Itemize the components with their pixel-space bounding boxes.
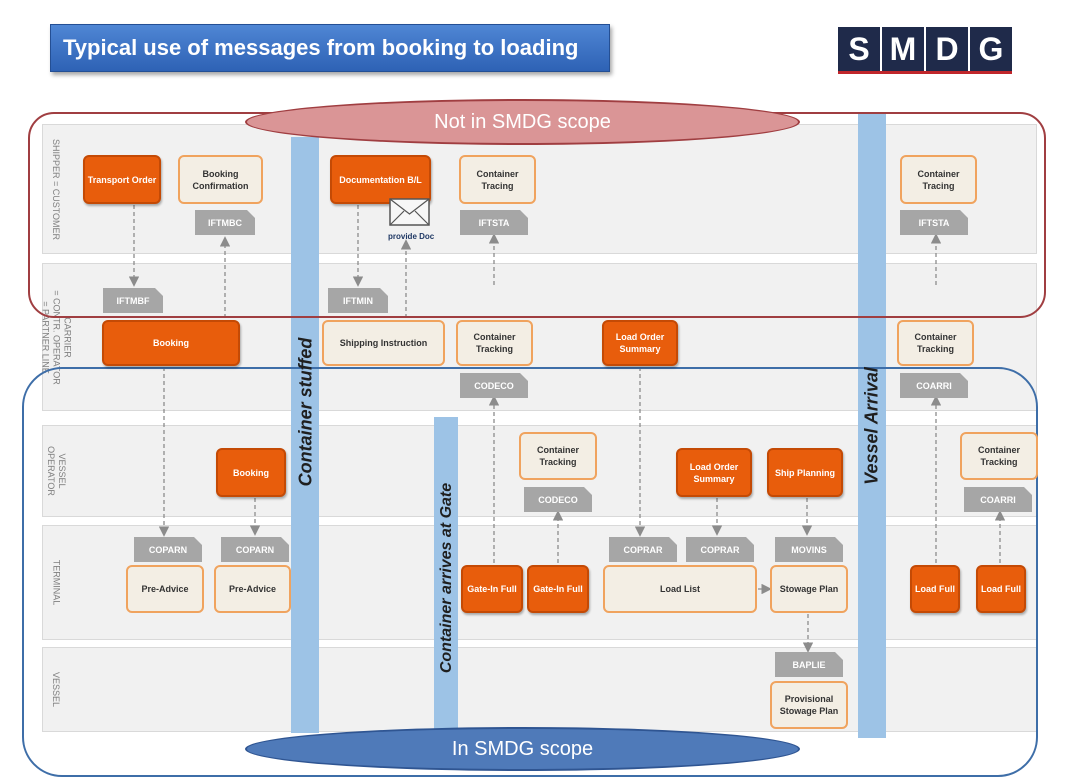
logo-letter: S [838, 27, 880, 71]
message-codeco: CODECO [460, 373, 528, 398]
container-tracking-box[interactable]: Container Tracking [897, 320, 974, 366]
message-iftsta: IFTSTA [900, 210, 968, 235]
container-tracking-box[interactable]: Container Tracking [960, 432, 1038, 480]
container-tracking-box[interactable]: Container Tracking [456, 320, 533, 366]
shipping-instruction-box[interactable]: Shipping Instruction [322, 320, 445, 366]
message-coprar: COPRAR [609, 537, 677, 562]
milestone-container-stuffed: Container stuffed [295, 337, 316, 487]
envelope-icon [389, 198, 430, 226]
message-coarri: COARRI [964, 487, 1032, 512]
logo-letter: M [882, 27, 924, 71]
provide-doc-label: provide Doc [388, 232, 435, 241]
documentation-bl-box[interactable]: Documentation B/L [330, 155, 431, 204]
container-tracking-box[interactable]: Container Tracking [519, 432, 597, 480]
gate-in-full-box[interactable]: Gate-In Full [527, 565, 589, 613]
load-order-summary-box[interactable]: Load Order Summary [676, 448, 752, 497]
booking-vessel-operator-box[interactable]: Booking [216, 448, 286, 497]
message-codeco: CODECO [524, 487, 592, 512]
not-in-scope-ellipse: Not in SMDG scope [245, 99, 800, 145]
load-list-box[interactable]: Load List [603, 565, 757, 613]
gate-in-full-box[interactable]: Gate-In Full [461, 565, 523, 613]
pre-advice-box[interactable]: Pre-Advice [214, 565, 291, 613]
milestone-container-arrives-gate: Container arrives at Gate [438, 482, 455, 674]
load-order-summary-box[interactable]: Load Order Summary [602, 320, 678, 366]
logo-letter: D [926, 27, 968, 71]
load-full-box[interactable]: Load Full [976, 565, 1026, 613]
message-coarri: COARRI [900, 373, 968, 398]
message-iftsta: IFTSTA [460, 210, 528, 235]
provisional-stowage-plan-box[interactable]: Provisional Stowage Plan [770, 681, 848, 729]
message-coprar: COPRAR [686, 537, 754, 562]
message-iftmbc: IFTMBC [195, 210, 255, 235]
booking-carrier-box[interactable]: Booking [102, 320, 240, 366]
load-full-box[interactable]: Load Full [910, 565, 960, 613]
message-coparn: COPARN [221, 537, 289, 562]
in-scope-ellipse: In SMDG scope [245, 727, 800, 771]
milestone-bar-arrives-gate [434, 417, 458, 731]
logo-letter: G [970, 27, 1012, 71]
message-coparn: COPARN [134, 537, 202, 562]
container-tracing-box[interactable]: Container Tracing [900, 155, 977, 204]
ship-planning-box[interactable]: Ship Planning [767, 448, 843, 497]
pre-advice-box[interactable]: Pre-Advice [126, 565, 204, 613]
booking-confirmation-box[interactable]: Booking Confirmation [178, 155, 263, 204]
smdg-logo: S M D G [838, 27, 1012, 74]
message-iftmin: IFTMIN [328, 288, 388, 313]
message-baplie: BAPLIE [775, 652, 843, 677]
container-tracing-box[interactable]: Container Tracing [459, 155, 536, 204]
scope-outline-in-smdg [22, 367, 1038, 777]
transport-order-box[interactable]: Transport Order [83, 155, 161, 204]
milestone-bar-container-stuffed [291, 137, 319, 733]
milestone-bar-vessel-arrival [858, 114, 886, 738]
page-title: Typical use of messages from booking to … [50, 24, 610, 72]
milestone-vessel-arrival: Vessel Arrival [861, 367, 882, 485]
stowage-plan-box[interactable]: Stowage Plan [770, 565, 848, 613]
message-iftmbf: IFTMBF [103, 288, 163, 313]
message-movins: MOVINS [775, 537, 843, 562]
